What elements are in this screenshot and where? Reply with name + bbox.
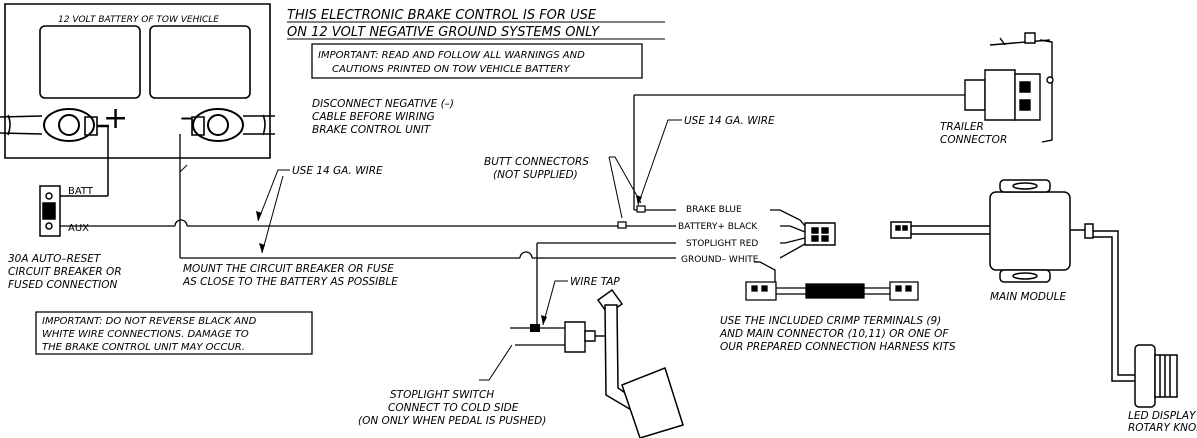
wire-label-battery: BATTERY+ BLACK [678,222,758,232]
led-display-line-1: LED DISPLAY [1128,410,1197,422]
crimp-note-line-1: USE THE INCLUDED CRIMP TERMINALS (9) [720,315,941,327]
led-display-line-2: ROTARY KNOB [1128,422,1197,434]
battery-plus-sign: + [103,101,128,136]
breaker-note-line-3: FUSED CONNECTION [8,279,117,291]
important-wiring-line-2: WHITE WIRE CONNECTIONS. DAMAGE TO [42,329,249,340]
battery-minus-sign: – [180,100,194,133]
butt-connectors-line-1: BUTT CONNECTORS [484,156,589,168]
header-line-1: THIS ELECTRONIC BRAKE CONTROL IS FOR USE [287,8,597,23]
butt-connector-brake [637,206,645,212]
main-module [891,180,1135,381]
leader-lines [180,120,682,380]
butt-connectors-line-2: (NOT SUPPLIED) [493,169,578,181]
mount-note-line-2: AS CLOSE TO THE BATTERY AS POSSIBLE [182,276,398,288]
wire-label-ground: GROUND– WHITE [681,255,759,265]
butt-connector-battery [618,222,626,228]
stoplight-switch-line-2: CONNECT TO COLD SIDE [388,402,519,414]
important-battery-line-2: CAUTIONS PRINTED ON TOW VEHICLE BATTERY [332,64,571,75]
wire-tap-label: WIRE TAP [570,276,620,288]
battery-label: 12 VOLT BATTERY OF TOW VEHICLE [58,15,219,25]
crimp-note-line-2: AND MAIN CONNECTOR (10,11) OR ONE OF [719,328,949,340]
important-wiring-line-1: IMPORTANT: DO NOT REVERSE BLACK AND [42,316,257,327]
disconnect-note-line-2: CABLE BEFORE WIRING [312,111,435,123]
main-module-label: MAIN MODULE [990,291,1066,303]
vehicle-connector [805,223,835,245]
breaker-note-line-1: 30A AUTO–RESET [8,253,102,265]
trailer-connector-line-1: TRAILER [940,121,984,133]
wire-label-brake: BRAKE BLUE [686,205,742,215]
important-battery-box [312,44,642,78]
trailer-connector [965,33,1053,142]
stoplight-switch [565,322,605,352]
header-line-2: ON 12 VOLT NEGATIVE GROUND SYSTEMS ONLY [287,25,600,40]
brake-pedal [598,290,683,438]
use-14ga-left: USE 14 GA. WIRE [292,165,383,177]
circuit-breaker [40,126,108,236]
disconnect-note-line-1: DISCONNECT NEGATIVE (–) [312,98,454,110]
disconnect-note-line-3: BRAKE CONTROL UNIT [312,124,432,136]
stoplight-switch-line-1: STOPLIGHT SWITCH [390,389,494,401]
trailer-connector-line-2: CONNECTOR [940,134,1007,146]
wire-label-stoplight: STOPLIGHT RED [686,239,758,249]
breaker-aux-label: AUX [68,223,89,234]
breaker-batt-label: BATT [68,186,94,197]
rotary-knob [1135,345,1177,407]
important-wiring-box [36,312,312,354]
stoplight-switch-line-3: (ON ONLY WHEN PEDAL IS PUSHED) [358,415,546,427]
wire-tap [530,324,540,332]
important-battery-line-1: IMPORTANT: READ AND FOLLOW ALL WARNINGS … [318,50,585,61]
connection-harness [746,262,918,300]
crimp-note-line-3: OUR PREPARED CONNECTION HARNESS KITS [720,341,956,353]
important-wiring-line-3: THE BRAKE CONTROL UNIT MAY OCCUR. [42,342,245,353]
battery [0,4,275,158]
breaker-note-line-2: CIRCUIT BREAKER OR [8,266,122,278]
mount-note-line-1: MOUNT THE CIRCUIT BREAKER OR FUSE [183,263,394,275]
wiring [60,95,965,345]
use-14ga-right: USE 14 GA. WIRE [684,115,775,127]
